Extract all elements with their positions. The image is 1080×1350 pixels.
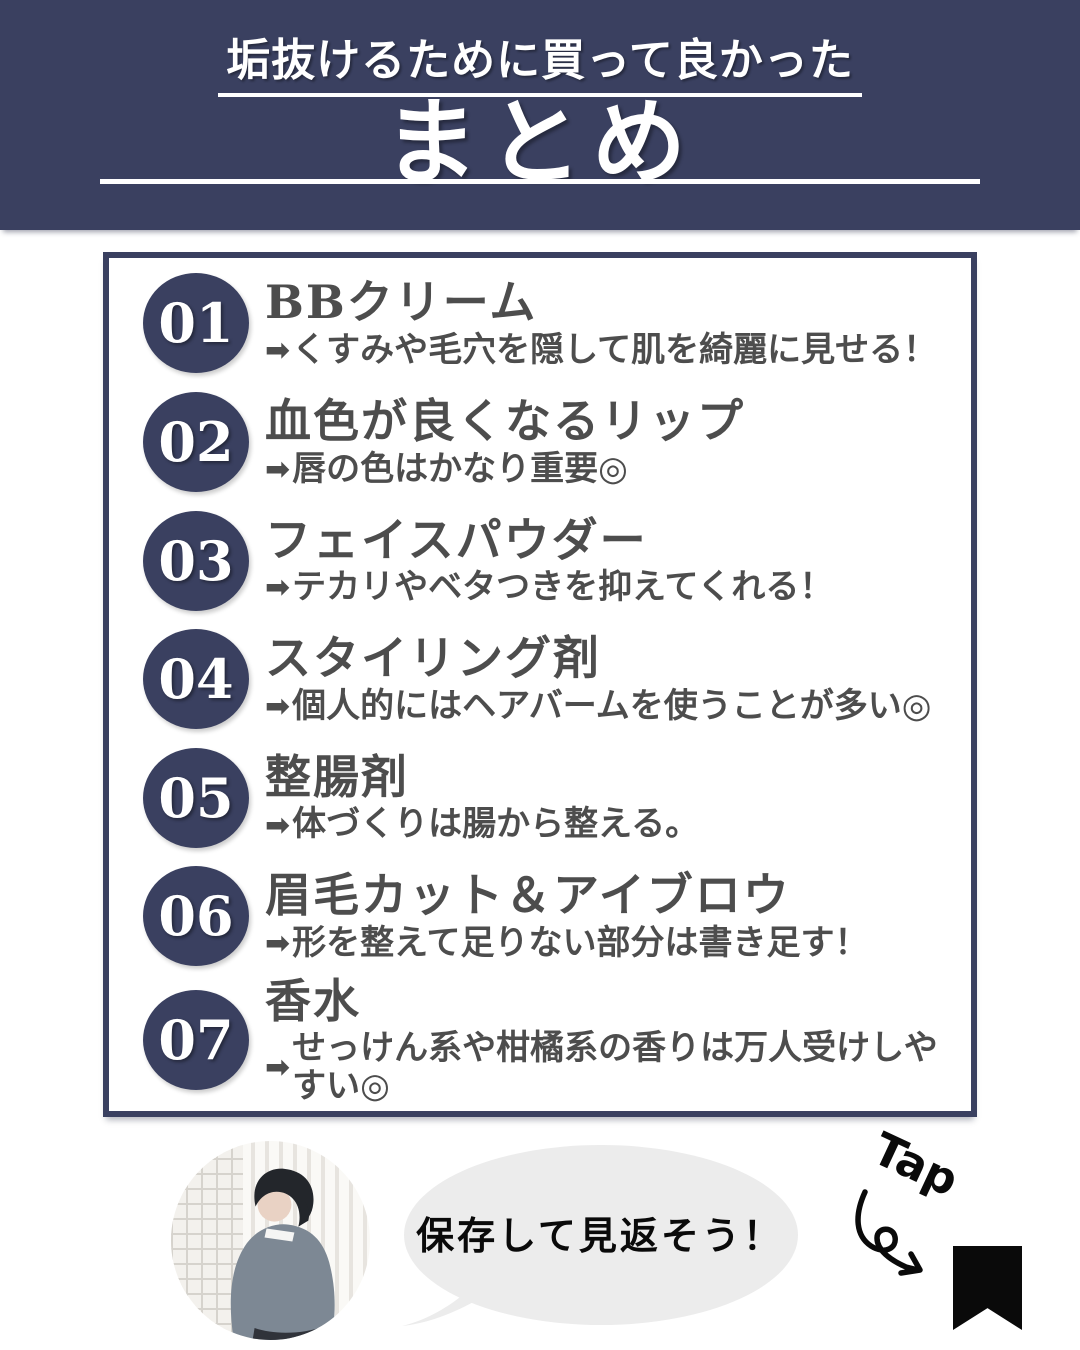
arrow-icon: ➡	[265, 451, 291, 487]
item-desc-text: テカリやベタつきを抑えてくれる！	[292, 567, 834, 608]
speech-bubble: 保存して見返そう！	[396, 1142, 804, 1328]
tap-arrow-icon	[855, 1189, 923, 1276]
item-number-badge: 02	[143, 391, 249, 492]
bookmark-icon[interactable]	[953, 1246, 1022, 1330]
header-divider	[100, 179, 980, 184]
item-desc-text: 個人的にはヘアバームを使うことが多い◎	[292, 685, 932, 726]
item-title: 香水	[265, 973, 361, 1028]
item-number-badge: 03	[143, 510, 249, 611]
avatar	[171, 1141, 370, 1340]
item-number-badge: 04	[143, 629, 249, 730]
item-desc-text: くすみや毛穴を隠して肌を綺麗に見せる！	[292, 329, 938, 370]
item-number-badge: 01	[143, 273, 249, 374]
list-item: 07 香水 ➡せっけん系や柑橘系の香りは万人受けしやすい◎	[109, 976, 971, 1105]
item-number-badge: 06	[143, 866, 249, 967]
bubble-text: 保存して見返そう！	[416, 1213, 784, 1258]
item-desc-text: せっけん系や柑橘系の香りは万人受けしやすい◎	[292, 1028, 938, 1106]
item-desc-text: 形を整えて足りない部分は書き足す！	[292, 922, 869, 963]
list-item: 03 フェイスパウダー ➡テカリやベタつきを抑えてくれる！	[109, 501, 971, 620]
speech-bubble-shape	[402, 1145, 798, 1326]
item-desc-text: 唇の色はかなり重要◎	[292, 448, 628, 489]
item-title: 整腸剤	[265, 749, 409, 804]
list-item: 02 血色が良くなるリップ ➡唇の色はかなり重要◎	[109, 383, 971, 502]
item-title: 血色が良くなるリップ	[265, 393, 745, 448]
arrow-icon: ➡	[265, 807, 291, 843]
items-box: 01 BBクリーム ➡くすみや毛穴を隠して肌を綺麗に見せる！ 02 血色が良くな…	[103, 252, 977, 1117]
list-item: 04 スタイリング剤 ➡個人的にはヘアバームを使うことが多い◎	[109, 620, 971, 739]
arrow-icon: ➡	[265, 570, 291, 606]
avatar-person-illustration	[230, 1168, 335, 1340]
list-item: 06 眉毛カット＆アイブロウ ➡形を整えて足りない部分は書き足す！	[109, 857, 971, 976]
item-title: スタイリング剤	[265, 631, 601, 686]
arrow-icon: ➡	[265, 1050, 291, 1086]
item-number-badge: 07	[143, 990, 249, 1091]
item-title: BBクリーム	[265, 275, 538, 330]
item-desc: ➡テカリやベタつきを抑えてくれる！	[265, 567, 834, 608]
item-title: フェイスパウダー	[265, 512, 648, 567]
item-desc: ➡個人的にはヘアバームを使うことが多い◎	[265, 685, 932, 726]
item-desc: ➡形を整えて足りない部分は書き足す！	[265, 922, 869, 963]
list-item: 05 整腸剤 ➡体づくりは腸から整える。	[109, 738, 971, 857]
item-desc: ➡せっけん系や柑橘系の香りは万人受けしやすい◎	[265, 1030, 971, 1105]
item-number-badge: 05	[143, 747, 249, 848]
item-desc: ➡唇の色はかなり重要◎	[265, 448, 745, 489]
avatar-wall-grid	[171, 1141, 243, 1340]
header-subtitle: 垢抜けるために買って良かった	[218, 24, 862, 97]
arrow-icon: ➡	[265, 333, 291, 369]
list-item: 01 BBクリーム ➡くすみや毛穴を隠して肌を綺麗に見せる！	[109, 264, 971, 383]
item-title: 眉毛カット＆アイブロウ	[265, 868, 791, 923]
page-title: まとめ	[383, 88, 696, 198]
header-banner: 垢抜けるために買って良かった まとめ	[0, 0, 1080, 230]
item-desc-text: 体づくりは腸から整える。	[292, 804, 700, 845]
arrow-icon: ➡	[265, 926, 291, 962]
arrow-icon: ➡	[265, 688, 291, 724]
item-desc: ➡くすみや毛穴を隠して肌を綺麗に見せる！	[265, 329, 938, 370]
item-desc: ➡体づくりは腸から整える。	[265, 804, 700, 845]
